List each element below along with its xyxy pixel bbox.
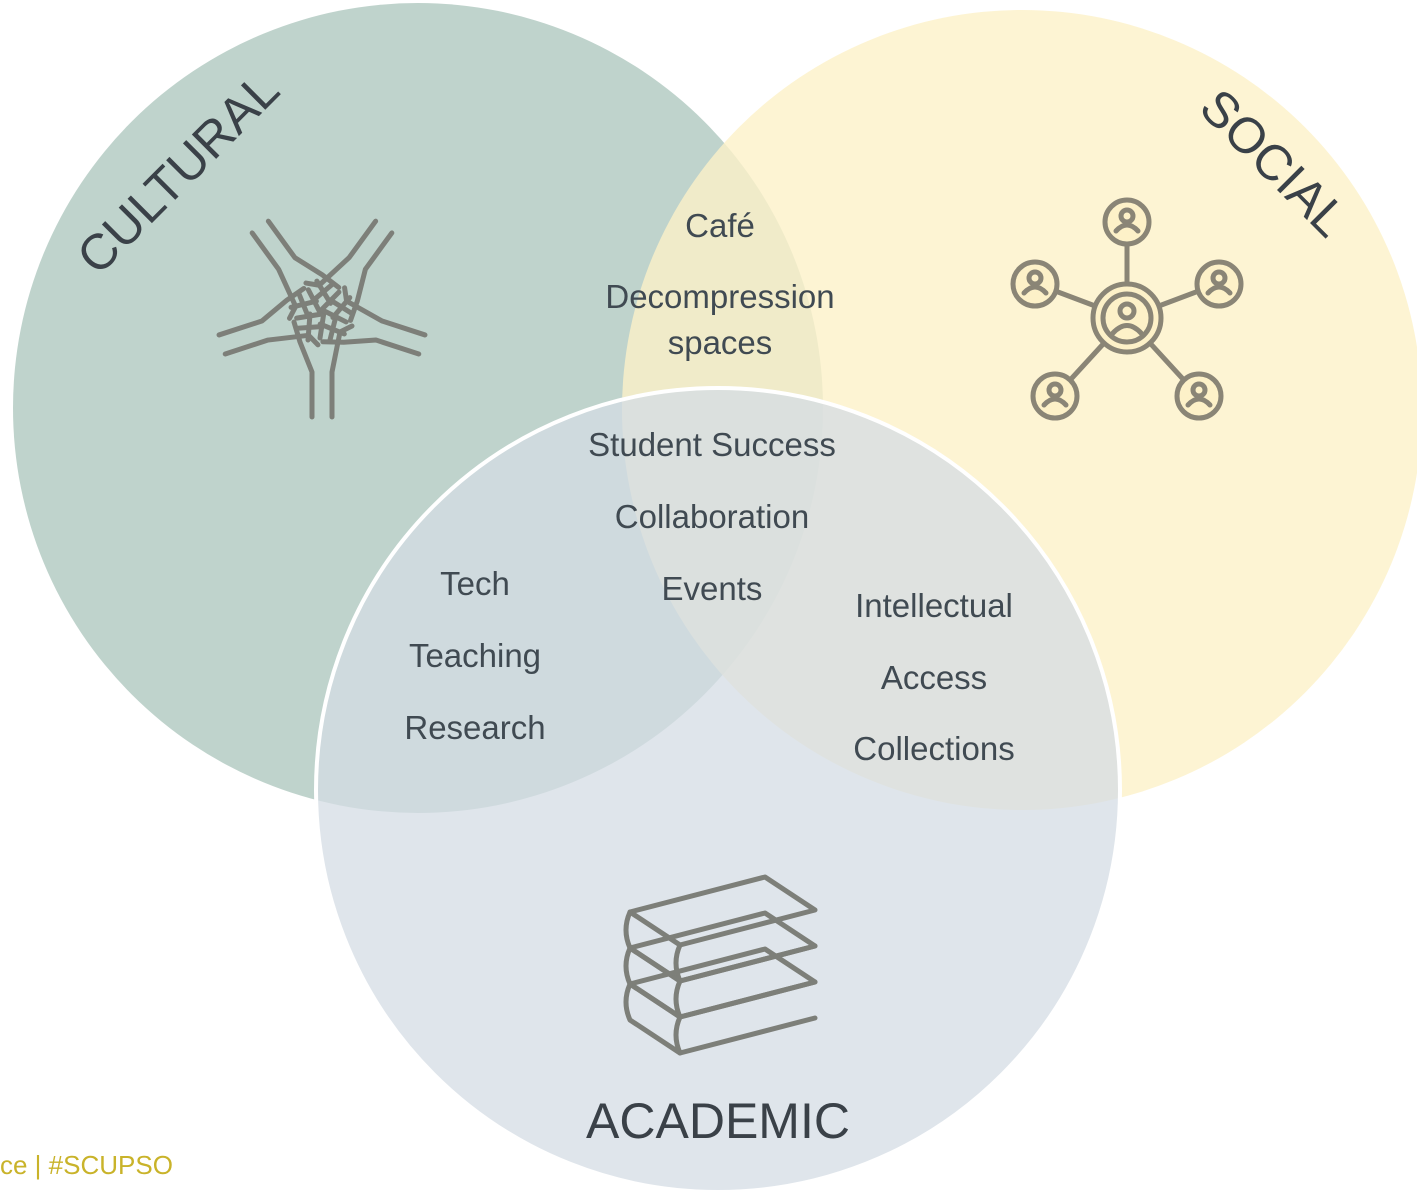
overlap-label-student-success: Student Success [588, 426, 836, 463]
people-network-icon [1010, 197, 1244, 421]
hand-icon [317, 285, 428, 357]
overlap-label-tech: Tech [440, 565, 510, 602]
overlap-label-collections: Collections [853, 730, 1014, 767]
hands-circle-icon [216, 218, 428, 420]
person-node [1102, 197, 1152, 247]
overlap-label-decompression: Decompression [605, 278, 834, 315]
person-node [1174, 371, 1224, 421]
overlap-label-spaces: spaces [668, 324, 773, 361]
footer-hashtag: ce | #SCUPSO [0, 1150, 173, 1180]
academic-title: ACADEMIC [586, 1093, 850, 1149]
overlap-label-events: Events [662, 570, 763, 607]
academic-circle [314, 386, 1122, 1191]
person-node-center [1090, 281, 1164, 355]
overlap-label-intellectual: Intellectual [855, 587, 1013, 624]
overlap-label-teaching: Teaching [409, 637, 541, 674]
book-icon [623, 946, 818, 1056]
person-node [1030, 371, 1080, 421]
person-node [1010, 259, 1060, 309]
books-stack-icon [623, 874, 818, 1056]
overlap-label-research: Research [404, 709, 545, 746]
person-node [1194, 259, 1244, 309]
overlap-label-collaboration: Collaboration [615, 498, 809, 535]
overlap-label-access: Access [881, 659, 987, 696]
overlap-label-cafe: Café [685, 207, 755, 244]
